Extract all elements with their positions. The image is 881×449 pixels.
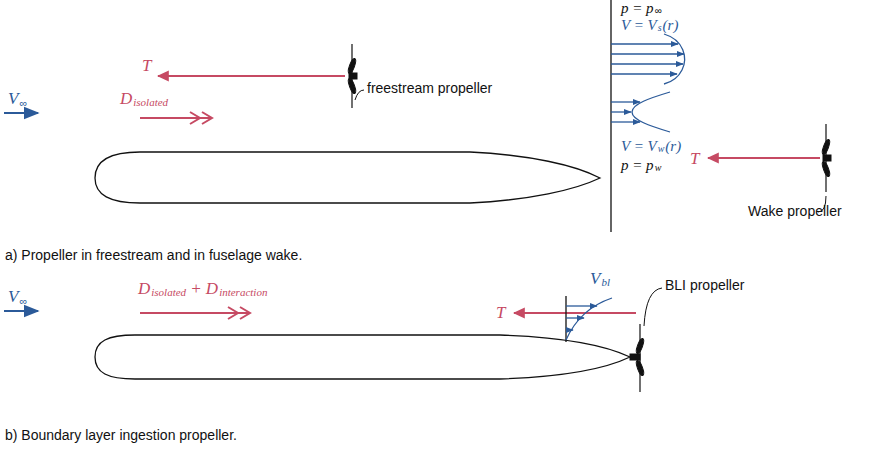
text-label: BLI propeller (665, 278, 744, 293)
symbol-label: V (8, 288, 18, 307)
symbol-label: D (138, 280, 150, 299)
symbol-label: (r) (665, 138, 681, 155)
freestream-arrow (4, 112, 38, 114)
symbol-label: V (8, 90, 18, 109)
symbol-label: T (690, 150, 699, 169)
thrust-arrow (158, 76, 820, 313)
subscript: isolated (151, 286, 186, 298)
text-label: freestream propeller (367, 81, 492, 96)
symbol-label: (r) (663, 17, 679, 34)
freestream-arrow (4, 310, 38, 312)
subscript: ∞ (655, 5, 662, 16)
wake-plane (610, 0, 611, 232)
symbol-label: V = V (621, 17, 657, 34)
subscript: interaction (219, 286, 267, 298)
symbol-label: D (120, 90, 132, 109)
fuselage (95, 335, 630, 379)
symbol-label: T (496, 304, 505, 323)
symbol-label: + D (190, 280, 218, 299)
symbol-label: T (142, 57, 151, 76)
velocity-profile (566, 34, 685, 342)
text-label: Wake propeller (748, 204, 842, 219)
symbol-label: p = p (621, 157, 654, 174)
symbol-label: p = p (621, 0, 654, 17)
subscript: isolated (133, 96, 168, 108)
text-label: a) Propeller in freestream and in fusela… (5, 248, 302, 263)
subscript: bl (601, 276, 610, 288)
symbol-label: V (590, 270, 600, 289)
subscript: w (658, 143, 665, 154)
symbol-label: V = V (621, 138, 657, 155)
subscript: w (655, 162, 662, 173)
subscript: ∞ (19, 295, 27, 307)
fuselage (95, 152, 600, 203)
subscript: s (658, 22, 662, 33)
text-label: b) Boundary layer ingestion propeller. (5, 428, 237, 443)
subscript: ∞ (19, 97, 27, 109)
